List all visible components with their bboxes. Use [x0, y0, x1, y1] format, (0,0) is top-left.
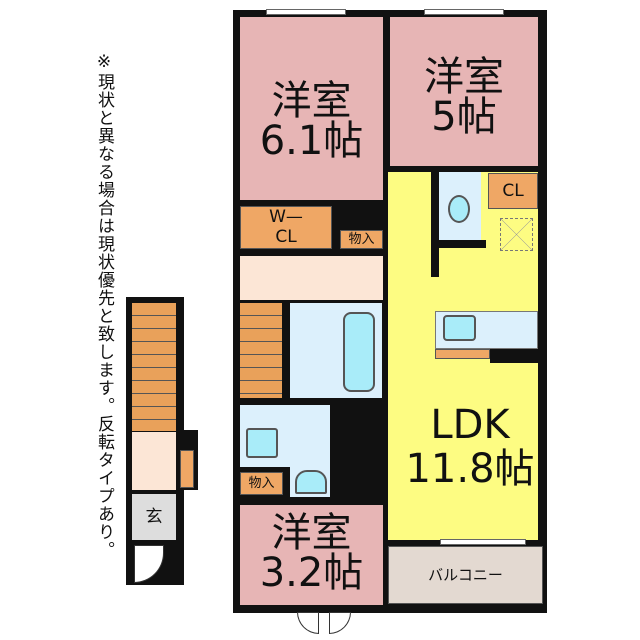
disclaimer-note: ※現状と異なる場合は現状優先と致します。反転タイプあり。 — [94, 52, 114, 559]
room-door[interactable] — [297, 612, 319, 634]
washbasin — [295, 470, 327, 494]
window — [266, 9, 346, 15]
counter-shelf — [435, 349, 490, 359]
attic-hatch — [500, 218, 533, 251]
entrance-label: 玄 — [145, 507, 163, 527]
washing-machine — [246, 428, 278, 458]
western-room-6-1: 洋室 6.1帖 — [240, 17, 383, 200]
room-size: 5帖 — [431, 94, 497, 140]
entrance-shelf — [180, 450, 194, 488]
entrance-landing — [132, 432, 176, 490]
genkan: 玄 — [132, 494, 176, 540]
wcl-label: CL — [275, 227, 297, 247]
toilet-icon — [448, 195, 470, 223]
storage-label: 物入 — [348, 232, 375, 247]
storage-lower: 物入 — [240, 472, 283, 495]
wcl-label: W— — [269, 207, 303, 227]
window — [424, 9, 504, 15]
balcony-label: バルコニー — [428, 566, 503, 584]
wall — [431, 172, 439, 277]
western-room-5: 洋室 5帖 — [390, 17, 538, 166]
closet-cl: CL — [488, 173, 538, 209]
room-name: 洋室 — [271, 78, 352, 124]
room-size: 11.8帖 — [405, 446, 535, 492]
room-name: 洋室 — [424, 54, 504, 100]
wall — [490, 349, 538, 363]
bathtub — [343, 312, 375, 392]
room-name: LDK — [430, 402, 510, 448]
balcony: バルコニー — [388, 546, 543, 604]
entrance-stairs — [132, 303, 176, 431]
wall — [431, 240, 486, 248]
room-door[interactable] — [329, 612, 351, 634]
western-room-3-2: 洋室 3.2帖 — [240, 505, 383, 605]
walk-in-closet: W— CL — [240, 206, 332, 249]
room-size: 3.2帖 — [259, 550, 364, 596]
kitchen-sink — [443, 315, 476, 341]
hallway — [240, 256, 383, 300]
stairs — [240, 303, 282, 398]
room-size: 6.1帖 — [259, 118, 364, 164]
storage-upper: 物入 — [340, 230, 383, 249]
cl-label: CL — [502, 181, 524, 201]
ldk-label: LDK 11.8帖 — [400, 405, 540, 489]
window — [440, 539, 526, 545]
room-name: 洋室 — [271, 510, 352, 556]
storage-label: 物入 — [248, 476, 275, 491]
